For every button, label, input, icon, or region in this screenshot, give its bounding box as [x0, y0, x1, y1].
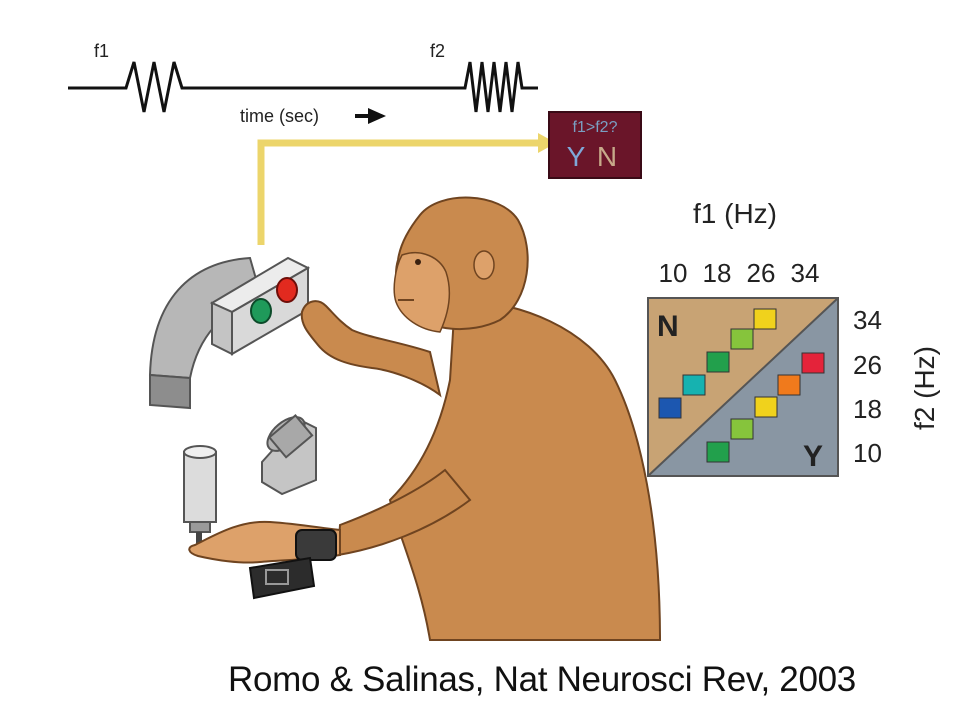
pair-square	[682, 374, 706, 396]
matrix-x-tick: 34	[791, 258, 820, 288]
matrix-y-tick: 18	[853, 394, 882, 424]
matrix-x-title: f1 (Hz)	[693, 198, 777, 229]
stimulus-matrix: f1 (Hz) 10 18 26 34 34 26 18 10 f2 (Hz) N Y	[647, 198, 940, 477]
f1-label: f1	[94, 41, 109, 61]
green-button	[250, 298, 272, 324]
apparatus-arm	[148, 256, 264, 380]
response-arrow	[257, 133, 556, 245]
response-apparatus	[148, 256, 311, 410]
citation: Romo & Salinas, Nat Neurosci Rev, 2003	[228, 660, 856, 699]
pair-square	[706, 351, 730, 373]
red-button	[276, 277, 298, 303]
vibration-trace	[68, 61, 538, 113]
wrist-strap	[248, 529, 337, 600]
matrix-y-title: f2 (Hz)	[909, 346, 940, 430]
stimulus-timeline: f1 f2 time (sec)	[68, 41, 538, 126]
y-region-label: Y	[803, 440, 823, 473]
time-axis-label: time (sec)	[240, 106, 319, 126]
decision-yes: Y	[567, 141, 586, 172]
button-panel	[209, 256, 311, 356]
f2-label: f2	[430, 41, 445, 61]
monkey-illustration	[188, 196, 662, 641]
matrix-y-tick: 34	[853, 305, 882, 335]
hand-rest	[261, 414, 317, 496]
stimulus-pair-squares	[658, 308, 825, 463]
matrix-x-tick: 10	[659, 258, 688, 288]
matrix-y-tick: 26	[853, 350, 882, 380]
pair-square	[754, 396, 778, 418]
matrix-x-ticks: 10 18 26 34	[659, 258, 820, 288]
decision-no: N	[597, 141, 617, 172]
matrix-y-tick: 10	[853, 438, 882, 468]
pair-square	[801, 352, 825, 374]
matrix-y-ticks: 34 26 18 10	[853, 305, 882, 468]
pair-square	[730, 328, 754, 350]
pair-square	[658, 397, 682, 419]
matrix-x-tick: 26	[747, 258, 776, 288]
pair-square	[730, 418, 754, 440]
pair-square	[777, 374, 801, 396]
decision-box: f1>f2? Y N	[548, 111, 642, 179]
pair-square	[706, 441, 730, 463]
vibrotactile-stimulator	[183, 445, 217, 546]
pair-square	[753, 308, 777, 330]
n-region-label: N	[657, 310, 679, 343]
decision-question: f1>f2?	[573, 119, 618, 136]
matrix-x-tick: 18	[703, 258, 732, 288]
time-arrow-icon	[355, 108, 386, 124]
